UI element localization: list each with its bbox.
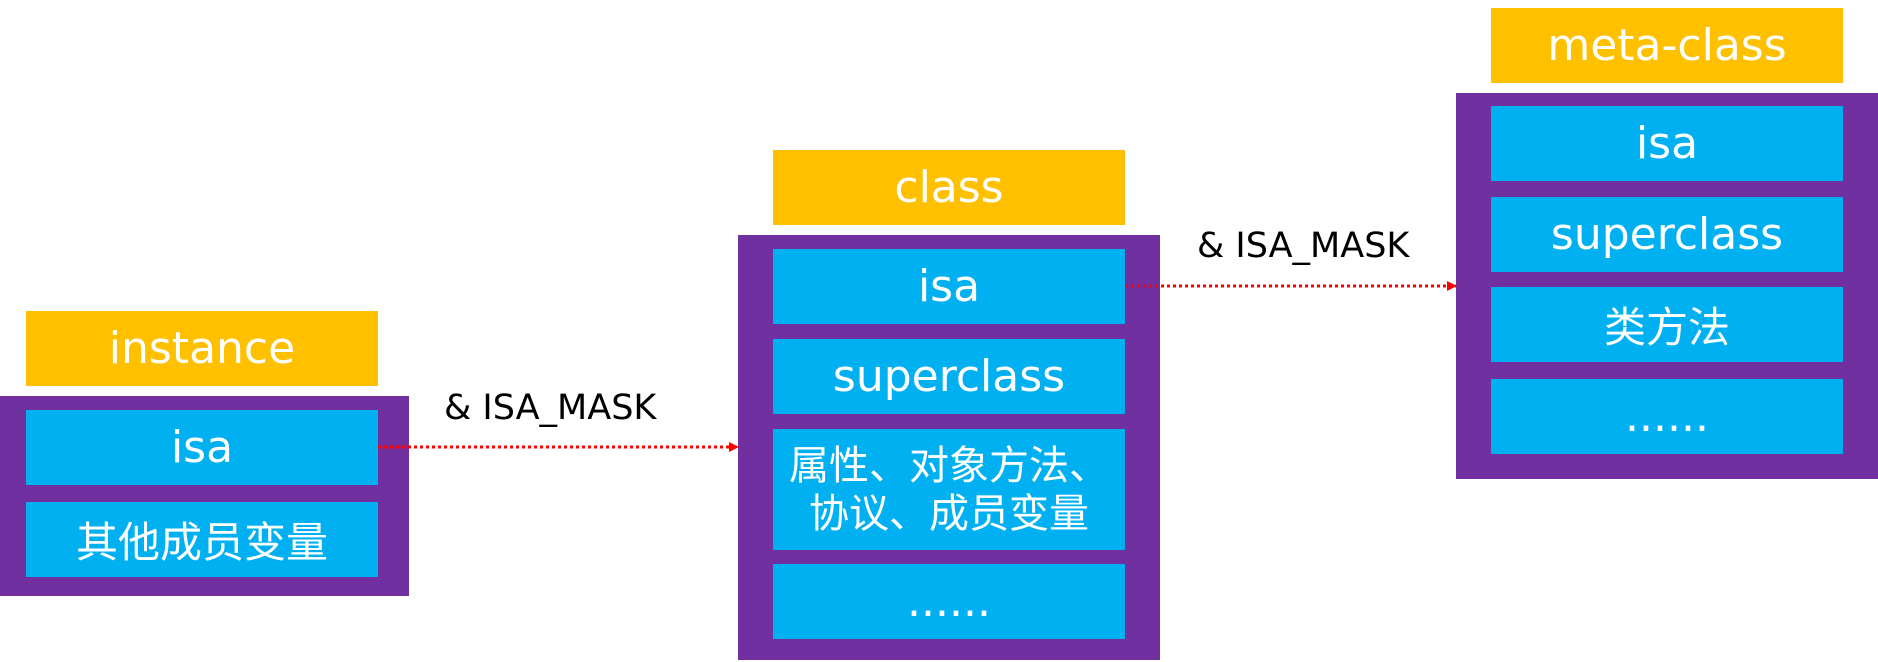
- instance-isa-cell: isa: [26, 410, 378, 485]
- instance-to-class-arrow-label: & ISA_MASK: [444, 388, 657, 428]
- class-properties-methods-cell: 属性、对象方法、 协议、成员变量: [773, 429, 1125, 550]
- class-isa-cell: isa: [773, 249, 1125, 324]
- class-to-meta-class-arrow-label: & ISA_MASK: [1197, 226, 1410, 266]
- meta-class-isa-cell: isa: [1491, 106, 1843, 181]
- meta-class-title: meta-class: [1491, 8, 1843, 83]
- instance-other-members-cell: 其他成员变量: [26, 502, 378, 577]
- instance-container: isa 其他成员变量: [0, 396, 409, 596]
- meta-class-container: isa superclass 类方法 ......: [1456, 93, 1878, 479]
- class-superclass-cell: superclass: [773, 339, 1125, 414]
- instance-title: instance: [26, 311, 378, 386]
- meta-class-superclass-cell: superclass: [1491, 197, 1843, 272]
- class-ellipsis-cell: ......: [773, 564, 1125, 639]
- class-container: isa superclass 属性、对象方法、 协议、成员变量 ......: [738, 235, 1160, 660]
- class-title: class: [773, 150, 1125, 225]
- meta-class-class-methods-cell: 类方法: [1491, 287, 1843, 362]
- meta-class-ellipsis-cell: ......: [1491, 379, 1843, 454]
